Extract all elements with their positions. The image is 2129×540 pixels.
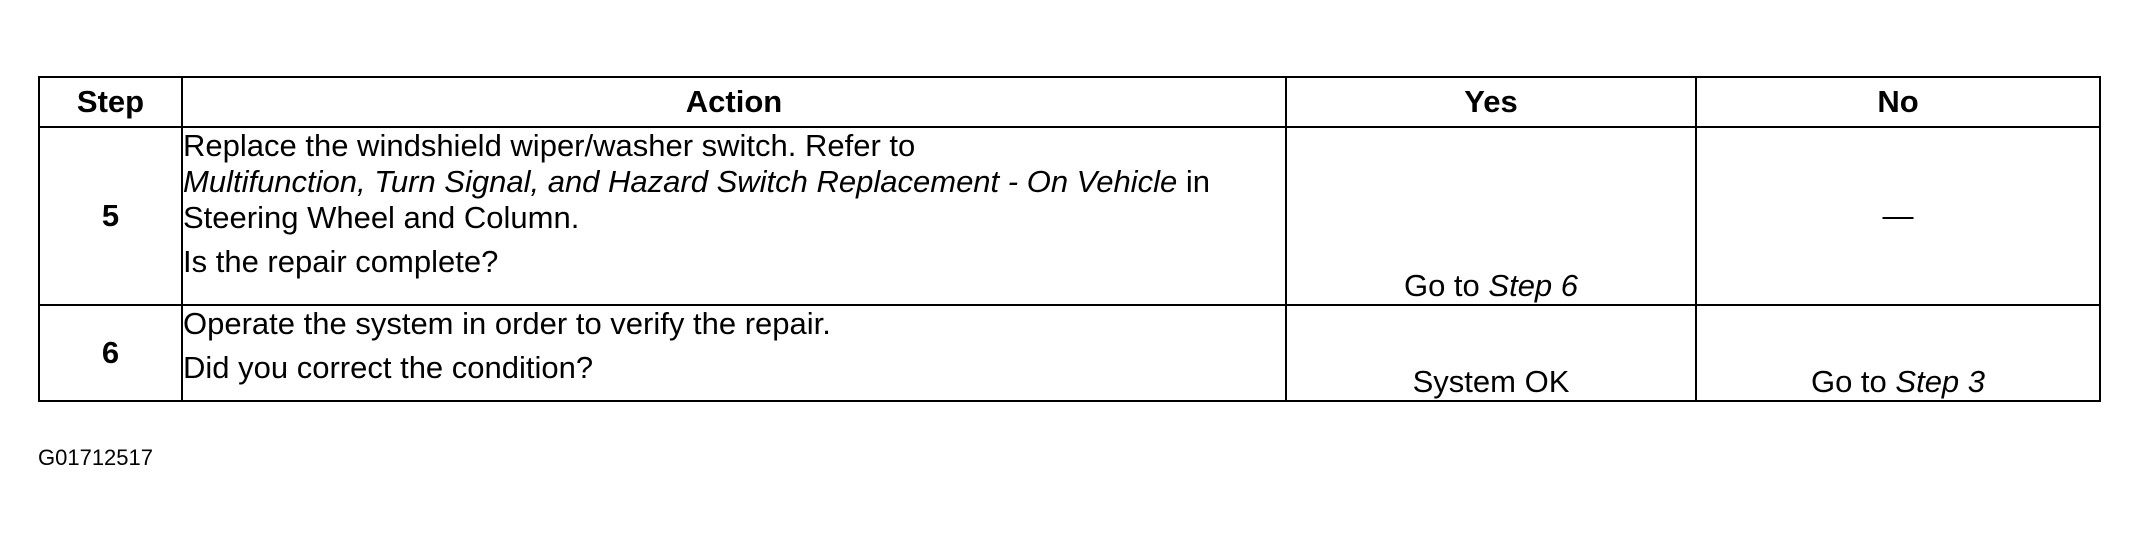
action-cell: Operate the system in order to verify th… [181,304,1287,402]
no-cell: Go to Step 3 [1695,304,2101,402]
yes-result: System OK [1412,364,1570,399]
no-step-link[interactable]: Step 3 [1895,364,1986,399]
header-yes: Yes [1285,76,1697,128]
action-text-tail: in Steering Wheel and Column. [183,164,1210,235]
figure-id: G01712517 [38,445,153,470]
diagnostic-step-table: Step Action Yes No 5 Replace the windshi… [38,76,2101,402]
action-question: Did you correct the condition? [183,350,594,385]
action-text: Replace the windshield wiper/washer swit… [183,128,916,163]
yes-cell: Go to Step 6 [1285,126,1697,306]
no-prefix: Go to [1810,364,1887,399]
yes-prefix: Go to [1403,268,1480,303]
step-number: 6 [38,304,183,402]
action-reference-link[interactable]: Multifunction, Turn Signal, and Hazard S… [183,164,1178,199]
yes-step-link[interactable]: Step 6 [1488,268,1579,303]
no-cell: — [1695,126,2101,306]
action-cell: Replace the windshield wiper/washer swit… [181,126,1287,306]
yes-cell: System OK [1285,304,1697,402]
step-number: 5 [38,126,183,306]
table-header-row: Step Action Yes No [38,76,2101,128]
table-row: 6 Operate the system in order to verify … [38,304,2101,402]
header-action: Action [181,76,1287,128]
header-no: No [1695,76,2101,128]
header-step: Step [38,76,183,128]
action-text: Operate the system in order to verify th… [183,306,831,341]
no-dash: — [1882,198,1914,233]
action-question: Is the repair complete? [183,244,499,279]
table-row: 5 Replace the windshield wiper/washer sw… [38,126,2101,306]
